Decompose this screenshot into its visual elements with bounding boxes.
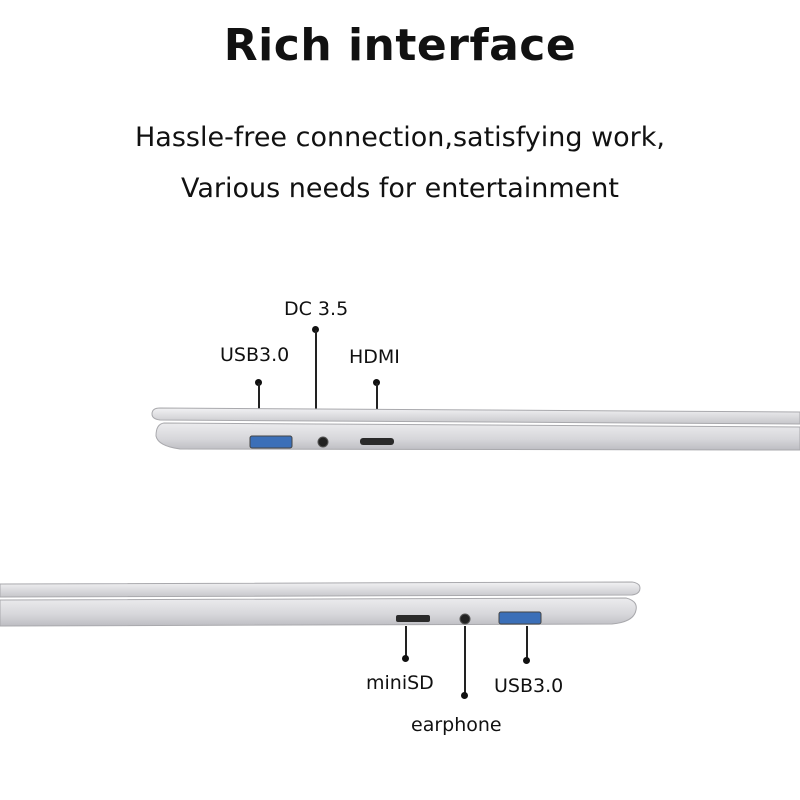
leader-dot xyxy=(461,692,468,699)
port-label-hdmi: HDMI xyxy=(349,346,400,368)
port-label-usb3: USB3.0 xyxy=(220,344,290,366)
laptop-right-side xyxy=(0,581,641,627)
usb-port-icon xyxy=(498,611,542,625)
leader-line xyxy=(315,330,317,409)
leader-dot xyxy=(523,657,530,664)
subtitle-line-1: Hassle-free connection,satisfying work, xyxy=(134,122,666,153)
page-title: Rich interface xyxy=(223,20,577,71)
port-label-usb3-right: USB3.0 xyxy=(494,675,564,697)
mini-hdmi-port-icon xyxy=(360,438,394,445)
leader-line xyxy=(526,626,528,658)
dc-jack-icon xyxy=(317,436,329,448)
laptop-left-side xyxy=(151,407,800,451)
leader-dot xyxy=(402,655,409,662)
subtitle-line-2: Various needs for entertainment xyxy=(180,173,619,204)
minisd-slot-icon xyxy=(396,615,430,622)
audio-jack-icon xyxy=(459,613,471,625)
leader-line xyxy=(405,626,407,656)
leader-line xyxy=(376,383,378,409)
port-label-minisd: miniSD xyxy=(366,672,434,694)
usb-port-icon xyxy=(249,435,293,449)
port-label-dc: DC 3.5 xyxy=(284,298,349,320)
leader-dot xyxy=(255,379,262,386)
leader-dot xyxy=(373,379,380,386)
port-label-earphone: earphone xyxy=(411,714,502,736)
leader-dot xyxy=(312,326,319,333)
leader-line xyxy=(258,383,260,409)
leader-line xyxy=(464,626,466,693)
